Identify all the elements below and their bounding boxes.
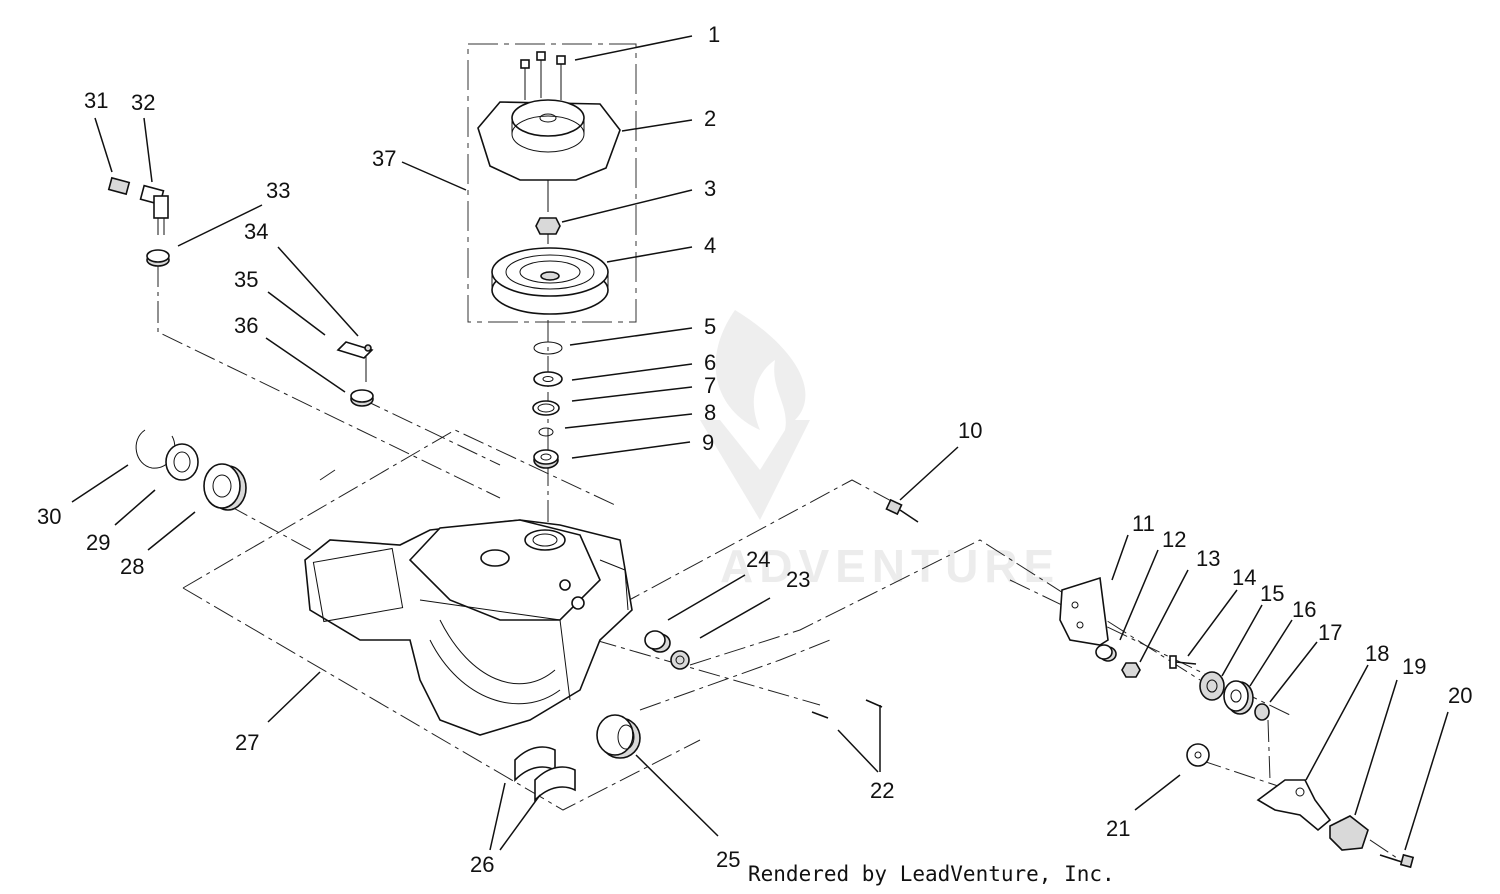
seal-29 — [165, 443, 199, 481]
watermark: ADVENTURE — [700, 310, 1060, 592]
spacer-12 — [1095, 644, 1117, 662]
washer-36 — [350, 389, 374, 407]
callout-37: 37 — [372, 146, 396, 171]
nut — [535, 217, 561, 244]
bearing-28 — [203, 463, 247, 511]
callout-7: 7 — [704, 373, 716, 398]
render-credit: Rendered by LeadVenture, Inc. — [748, 862, 1115, 886]
part-drawings — [107, 51, 1415, 869]
callout-35: 35 — [234, 267, 258, 292]
callout-36: 36 — [234, 313, 258, 338]
callout-17: 17 — [1318, 620, 1342, 645]
callout-10: 10 — [958, 418, 982, 443]
cooling-fan — [477, 99, 621, 212]
spacer-25 — [596, 714, 641, 759]
bushing-23 — [670, 650, 690, 670]
screw-set-1 — [520, 51, 566, 100]
washer-17 — [1254, 703, 1270, 721]
callout-20: 20 — [1448, 683, 1472, 708]
callout-6: 6 — [704, 350, 716, 375]
callout-32: 32 — [131, 90, 155, 115]
callout-labels: 1 2 3 4 5 6 7 8 9 10 11 12 13 14 15 16 1… — [37, 22, 1472, 877]
callout-31: 31 — [84, 88, 108, 113]
callout-11: 11 — [1132, 511, 1155, 536]
callout-28: 28 — [120, 554, 144, 579]
washer-21 — [1186, 743, 1210, 767]
callout-26: 26 — [470, 852, 494, 877]
callout-29: 29 — [86, 530, 110, 555]
callout-19: 19 — [1402, 654, 1426, 679]
bearing-9 — [533, 449, 559, 469]
callout-1: 1 — [708, 22, 720, 47]
leader-lines — [71, 35, 1449, 851]
washer — [533, 371, 563, 387]
callout-16: 16 — [1292, 597, 1316, 622]
bracket-34 — [336, 341, 374, 382]
seal — [532, 400, 560, 416]
fitting-31 — [107, 176, 131, 196]
callout-21: 21 — [1106, 816, 1130, 841]
grommet — [146, 249, 170, 267]
bearing-15 — [1199, 671, 1225, 701]
callout-24: 24 — [746, 547, 770, 572]
bushing-24 — [644, 630, 671, 653]
elbow-fitting — [139, 184, 169, 235]
callout-22: 22 — [870, 778, 894, 803]
callout-33: 33 — [266, 178, 290, 203]
callout-34: 34 — [244, 219, 268, 244]
callout-5: 5 — [704, 314, 716, 339]
pin-set-22 — [811, 699, 883, 719]
snap-ring — [533, 341, 563, 355]
callout-4: 4 — [704, 233, 716, 258]
watermark-text: ADVENTURE — [720, 540, 1060, 592]
callout-25: 25 — [716, 847, 740, 872]
bolt-20 — [1379, 853, 1415, 869]
o-ring — [538, 427, 554, 437]
callout-9: 9 — [702, 430, 714, 455]
pulley — [491, 247, 609, 315]
callout-14: 14 — [1232, 565, 1256, 590]
callout-15: 15 — [1260, 581, 1284, 606]
callout-18: 18 — [1365, 641, 1389, 666]
callout-23: 23 — [786, 567, 810, 592]
bolt-14 — [1169, 655, 1197, 669]
transaxle-housing — [304, 519, 633, 736]
callout-2: 2 — [704, 106, 716, 131]
bolt-10 — [885, 498, 919, 523]
callout-12: 12 — [1162, 527, 1186, 552]
brake-shoes-26 — [514, 746, 576, 802]
callout-3: 3 — [704, 176, 716, 201]
nut-13 — [1121, 662, 1141, 678]
bearing-16 — [1223, 680, 1254, 715]
callout-8: 8 — [704, 400, 716, 425]
control-plate-11 — [1059, 576, 1109, 646]
callout-27: 27 — [235, 730, 259, 755]
callout-13: 13 — [1196, 546, 1220, 571]
lever-18 — [1256, 779, 1332, 832]
callout-30: 30 — [37, 504, 61, 529]
block-19 — [1329, 815, 1369, 851]
